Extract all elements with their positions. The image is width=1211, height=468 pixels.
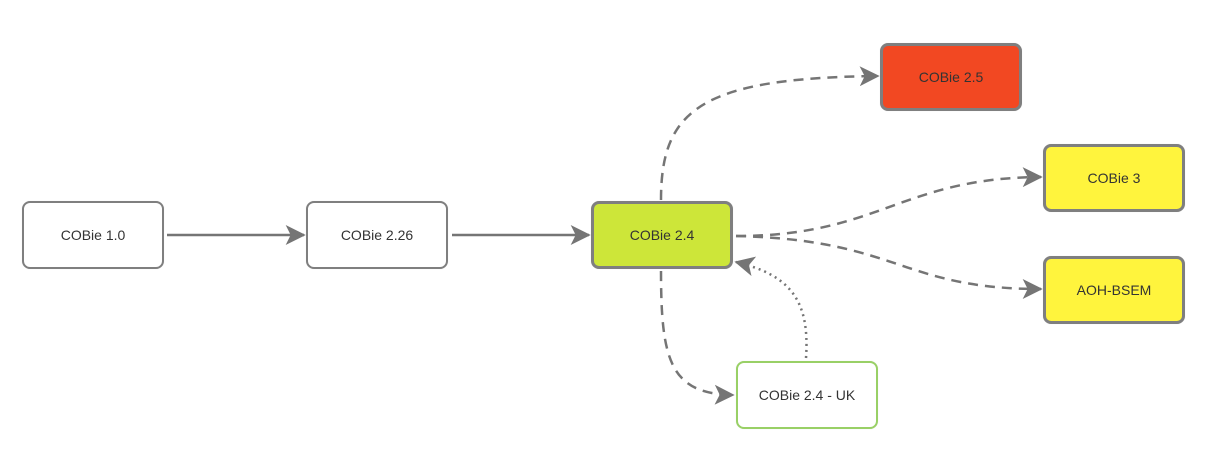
node-cobie-2-5[interactable]: COBie 2.5 xyxy=(880,43,1022,111)
edge-cobie-2-4-to-cobie-3 xyxy=(735,167,1043,238)
node-cobie-2-4[interactable]: COBie 2.4 xyxy=(591,201,733,269)
node-aoh-bsem[interactable]: AOH-BSEM xyxy=(1043,256,1185,324)
node-cobie-3[interactable]: COBie 3 xyxy=(1043,144,1185,212)
node-cobie-1-0[interactable]: COBie 1.0 xyxy=(22,201,164,269)
node-label: COBie 3 xyxy=(1087,170,1141,186)
node-label: COBie 2.4 - UK xyxy=(758,387,856,403)
node-label: COBie 2.26 xyxy=(340,227,414,243)
node-label: AOH-BSEM xyxy=(1076,282,1152,298)
node-label: COBie 2.4 xyxy=(629,227,695,243)
node-label: COBie 2.5 xyxy=(918,69,984,85)
edge-cobie-2-4-to-cobie-2-4-uk xyxy=(659,270,735,405)
edge-cobie-2-4-to-aoh-bsem xyxy=(735,234,1043,299)
node-cobie-2-26[interactable]: COBie 2.26 xyxy=(306,201,448,269)
edge-cobie-2-4-to-cobie-2-5 xyxy=(659,66,880,201)
edge-cobie-2-4-uk-to-cobie-2-4 xyxy=(734,256,808,359)
node-cobie-2-4-uk[interactable]: COBie 2.4 - UK xyxy=(736,361,878,429)
node-label: COBie 1.0 xyxy=(60,227,126,243)
